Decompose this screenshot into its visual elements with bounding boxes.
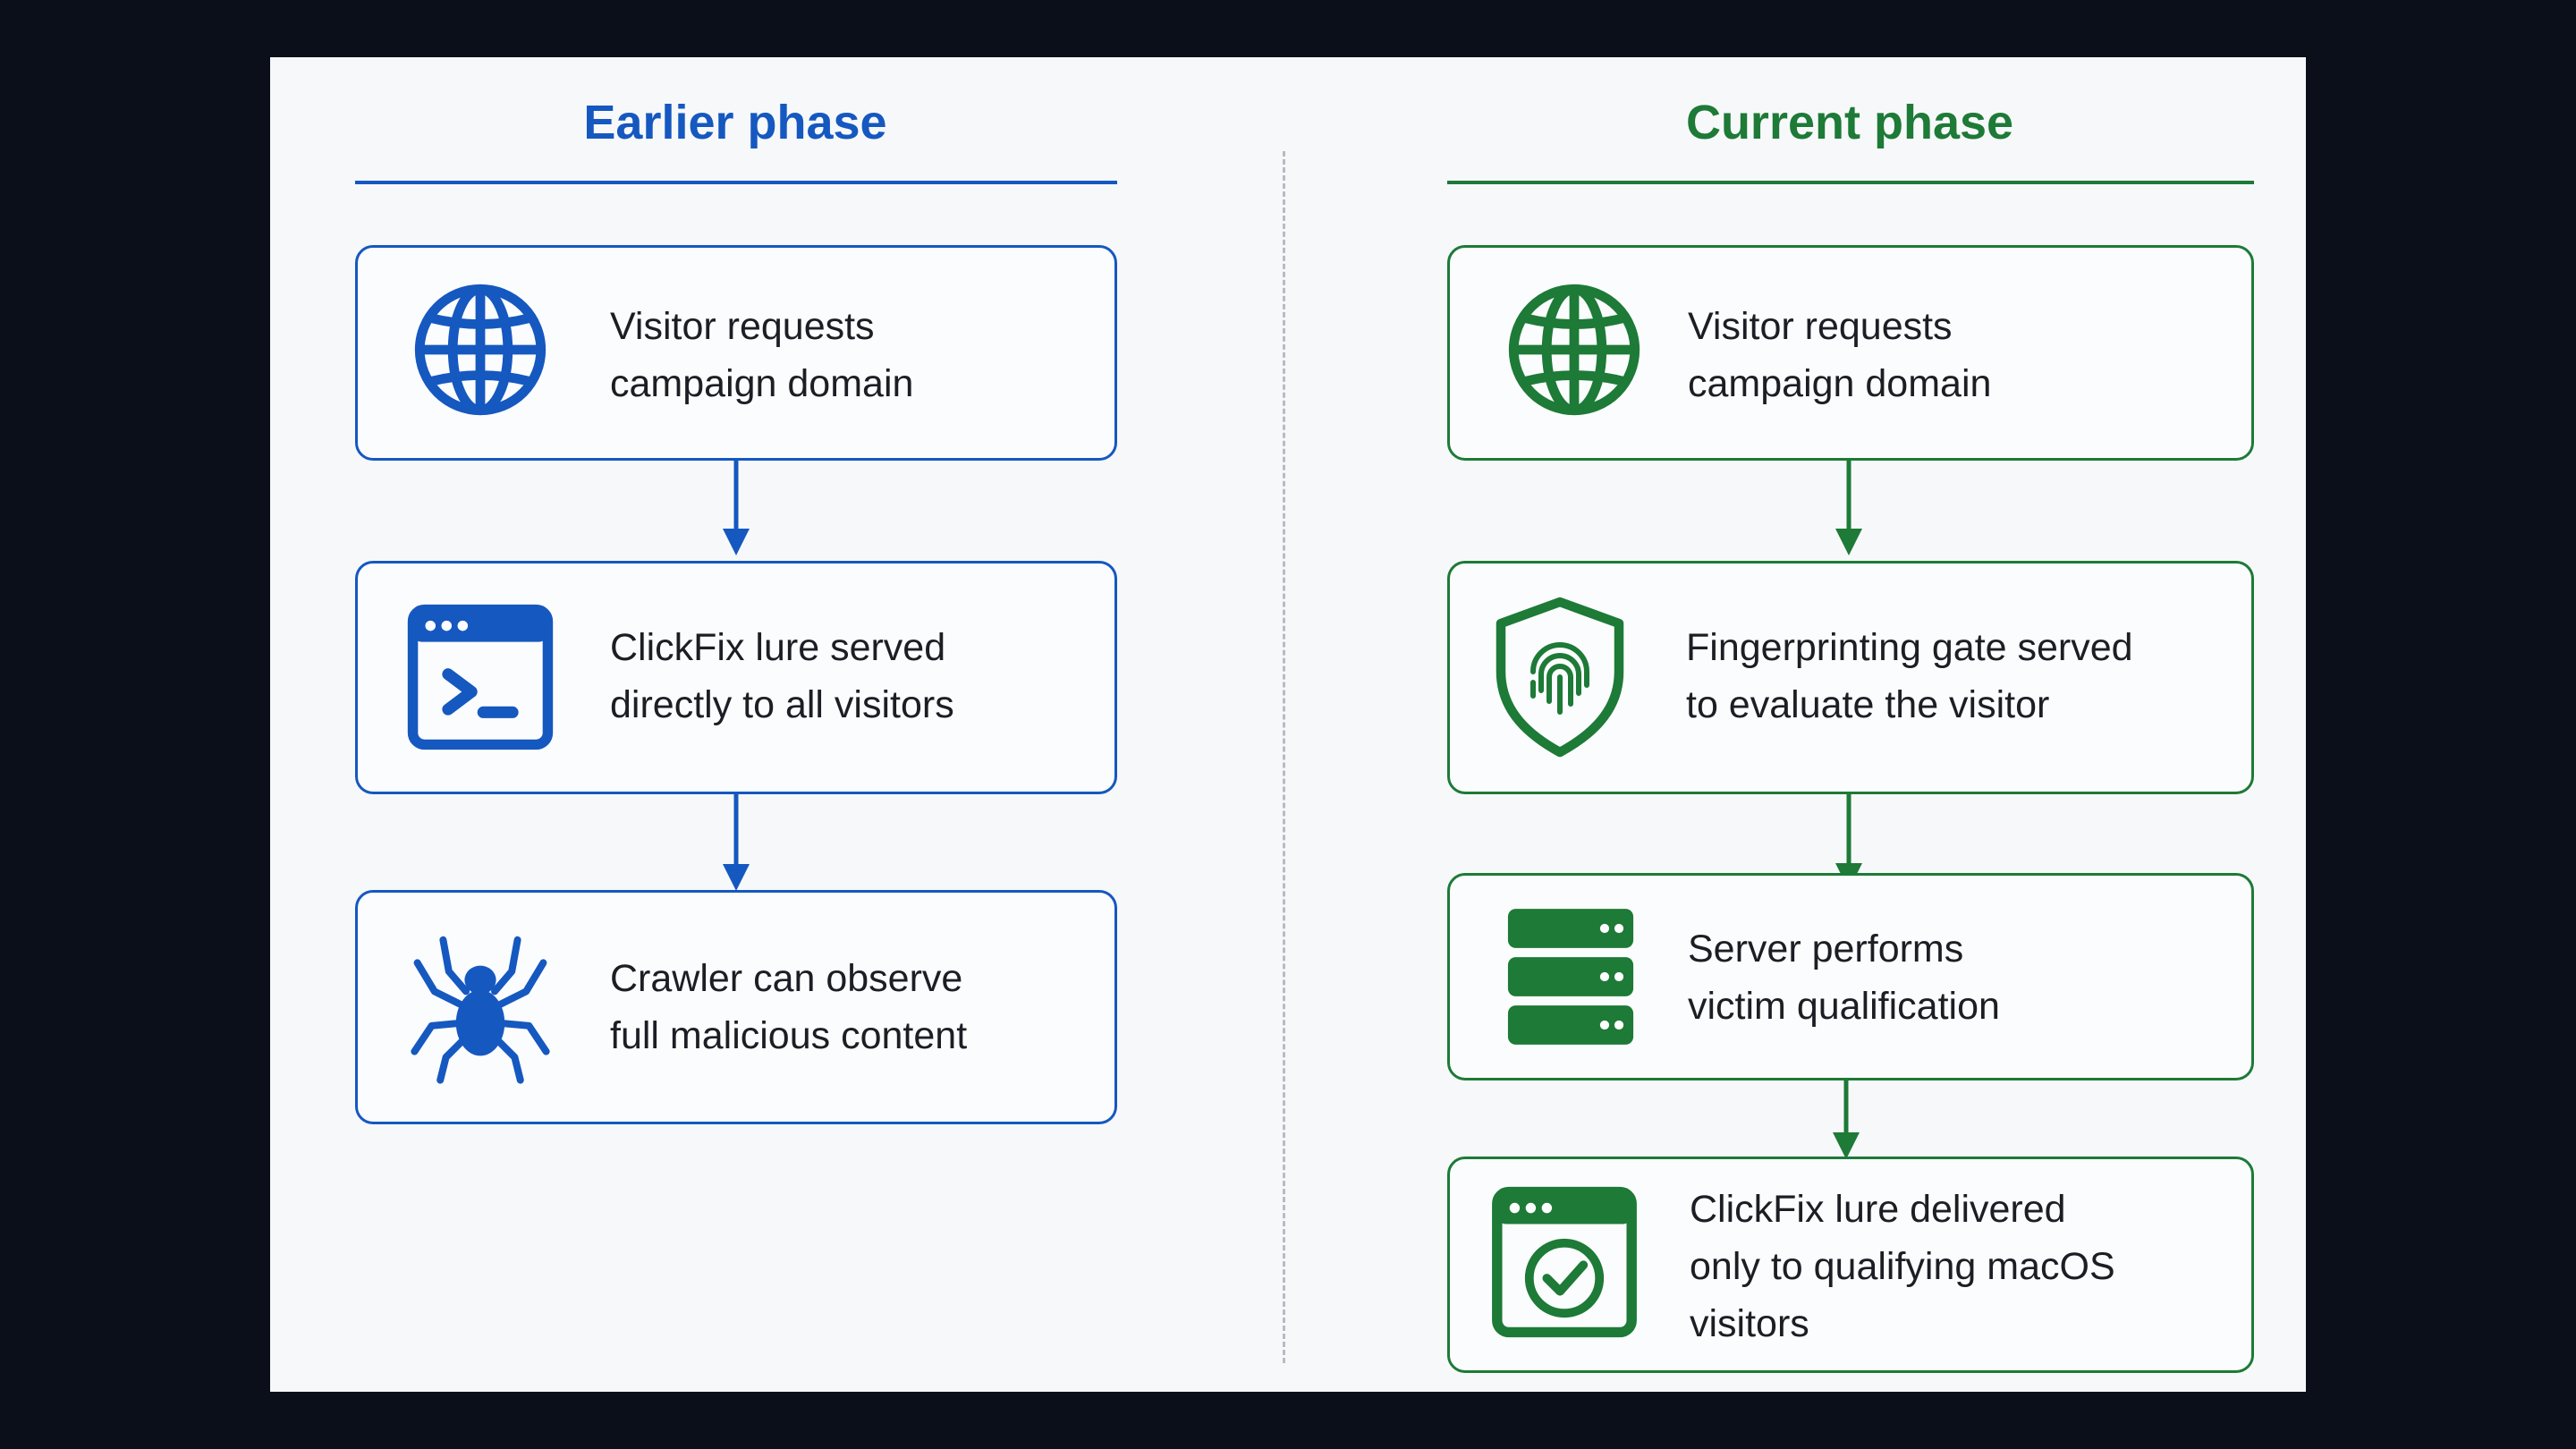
server-icon	[1507, 909, 1634, 1045]
current-step-server-qualification: Server performs victim qualification	[1447, 873, 2254, 1080]
earlier-arrow-1	[723, 461, 750, 555]
current-step-visitor-request: Visitor requests campaign domain	[1447, 245, 2254, 461]
current-phase-title: Current phase	[1685, 96, 2014, 149]
spider-icon	[411, 936, 550, 1084]
earlier-phase-title: Earlier phase	[583, 96, 887, 149]
current-step-2-text: Fingerprinting gate served to evaluate t…	[1686, 626, 2133, 726]
current-title-rule	[1447, 181, 2254, 184]
browser-check-icon	[1492, 1186, 1637, 1338]
earlier-step-2-text: ClickFix lure served directly to all vis…	[610, 626, 954, 726]
current-step-fingerprinting-gate: Fingerprinting gate served to evaluate t…	[1447, 561, 2254, 794]
globe-icon	[414, 284, 547, 416]
terminal-window-icon	[407, 604, 554, 750]
phase-divider	[1283, 151, 1285, 1363]
current-arrow-3	[1833, 1080, 1860, 1159]
current-arrow-1	[1835, 461, 1862, 555]
current-step-4-text: ClickFix lure delivered only to qualifyi…	[1690, 1188, 2115, 1345]
current-step-1-text: Visitor requests campaign domain	[1688, 305, 1992, 405]
fingerprint-shield-icon	[1496, 597, 1624, 758]
current-step-3-text: Server performs victim qualification	[1688, 928, 2000, 1028]
diagram-panel: Earlier phase Visitor requests campaign …	[270, 57, 2306, 1392]
earlier-step-visitor-request: Visitor requests campaign domain	[355, 245, 1117, 461]
current-step-lure-delivered: ClickFix lure delivered only to qualifyi…	[1447, 1157, 2254, 1373]
earlier-step-1-text: Visitor requests campaign domain	[610, 305, 914, 405]
earlier-arrow-2	[723, 794, 750, 891]
earlier-step-lure-served: ClickFix lure served directly to all vis…	[355, 561, 1117, 794]
earlier-title-rule	[355, 181, 1117, 184]
globe-icon	[1508, 284, 1640, 416]
earlier-step-3-text: Crawler can observe full malicious conte…	[610, 957, 968, 1057]
earlier-step-crawler-observes: Crawler can observe full malicious conte…	[355, 890, 1117, 1124]
